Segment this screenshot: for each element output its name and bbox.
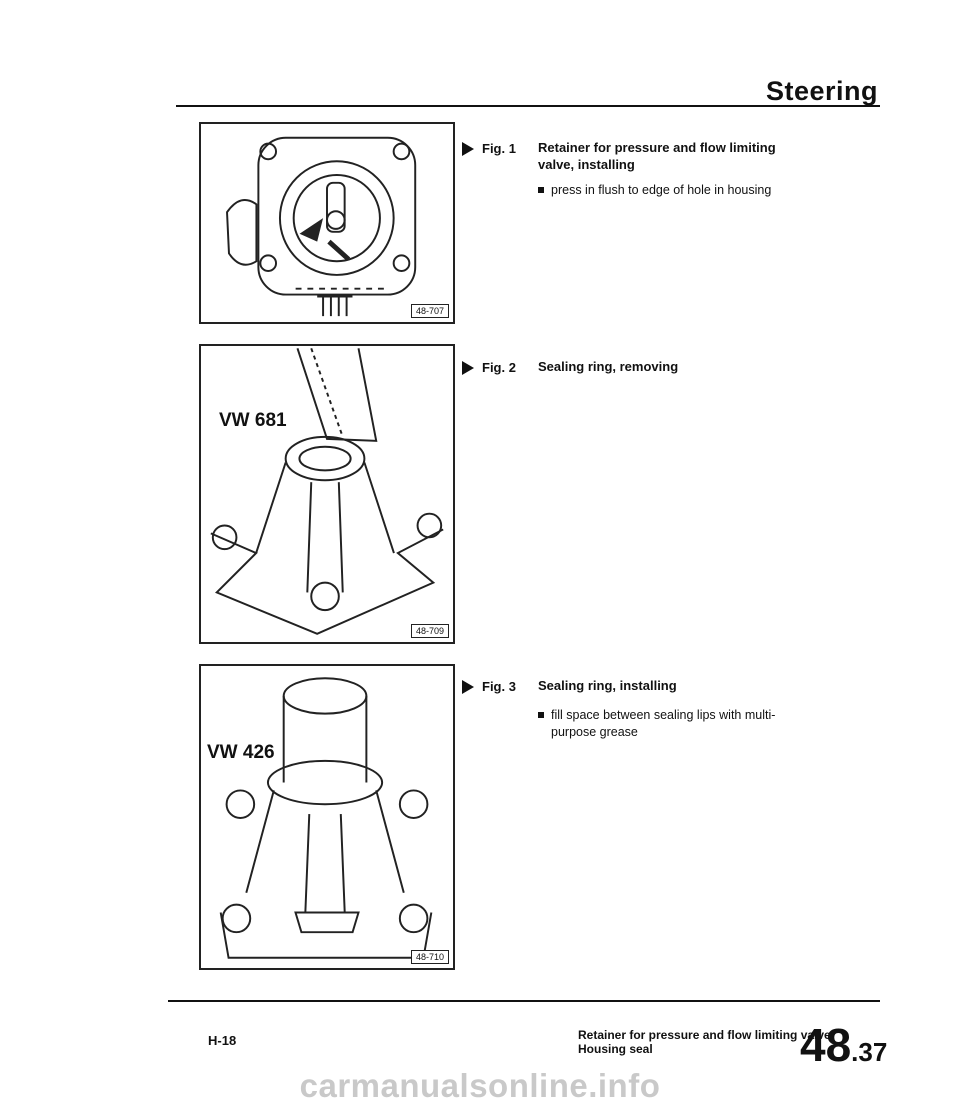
figure-2-image: VW 681 48-709 bbox=[199, 344, 455, 644]
figure-1-title-line: Retainer for pressure and flow limiting bbox=[538, 140, 776, 155]
figure-1-title: Retainer for pressure and flow limiting … bbox=[538, 139, 838, 173]
housing-installing-drawing bbox=[219, 677, 433, 959]
figure-3-id: 48-710 bbox=[410, 950, 449, 964]
watermark: carmanualsonline.info bbox=[299, 1067, 661, 1104]
figure-3-number: Fig. 3 bbox=[482, 679, 516, 695]
figure-3-bullet: fill space between sealing lips with mul… bbox=[538, 707, 838, 741]
figure-2-number: Fig. 2 bbox=[482, 360, 516, 376]
footer-description-line: Retainer for pressure and flow limiting … bbox=[578, 1028, 831, 1042]
figure-1-image: 48-707 bbox=[199, 122, 455, 324]
figure-2-tool-label: VW 681 bbox=[219, 410, 287, 431]
figure-2-title: Sealing ring, removing bbox=[538, 359, 679, 374]
arrow-right-icon bbox=[462, 141, 474, 156]
footer-description: Retainer for pressure and flow limiting … bbox=[578, 1028, 831, 1056]
arrow-right-icon bbox=[462, 360, 474, 375]
figure-3-image: VW 426 48-710 bbox=[199, 664, 455, 970]
footer-page-id: H-18 bbox=[208, 1033, 237, 1048]
figure-1-id: 48-707 bbox=[410, 304, 449, 318]
figure-2-caption: Fig. 2 Sealing ring, removing bbox=[462, 359, 678, 376]
section-minor: .37 bbox=[851, 1037, 888, 1067]
section-major: 48 bbox=[800, 1019, 852, 1071]
figure-3-caption: Fig. 3 Sealing ring, installing bbox=[462, 678, 677, 695]
figure-3-title: Sealing ring, installing bbox=[538, 678, 677, 693]
page-title: Steering bbox=[765, 76, 878, 106]
section-number: 48.37 bbox=[800, 1018, 887, 1072]
bullet-icon bbox=[538, 186, 544, 193]
arrow-right-icon bbox=[462, 679, 474, 694]
figure-3-tool-label: VW 426 bbox=[207, 742, 275, 763]
pump-housing-drawing bbox=[226, 136, 417, 317]
figure-1-title-line: valve, installing bbox=[538, 157, 635, 172]
figure-2-id: 48-709 bbox=[410, 624, 449, 638]
footer-description-line: Housing seal bbox=[578, 1042, 653, 1056]
figure-1-bullet: press in flush to edge of hole in housin… bbox=[538, 182, 838, 199]
housing-removal-drawing bbox=[210, 347, 444, 635]
header-rule bbox=[176, 105, 880, 107]
bullet-icon bbox=[538, 711, 544, 718]
figure-1-caption: Fig. 1 Retainer for pressure and flow li… bbox=[462, 140, 776, 172]
figure-1-number: Fig. 1 bbox=[482, 141, 516, 157]
footer-rule bbox=[168, 1000, 880, 1002]
